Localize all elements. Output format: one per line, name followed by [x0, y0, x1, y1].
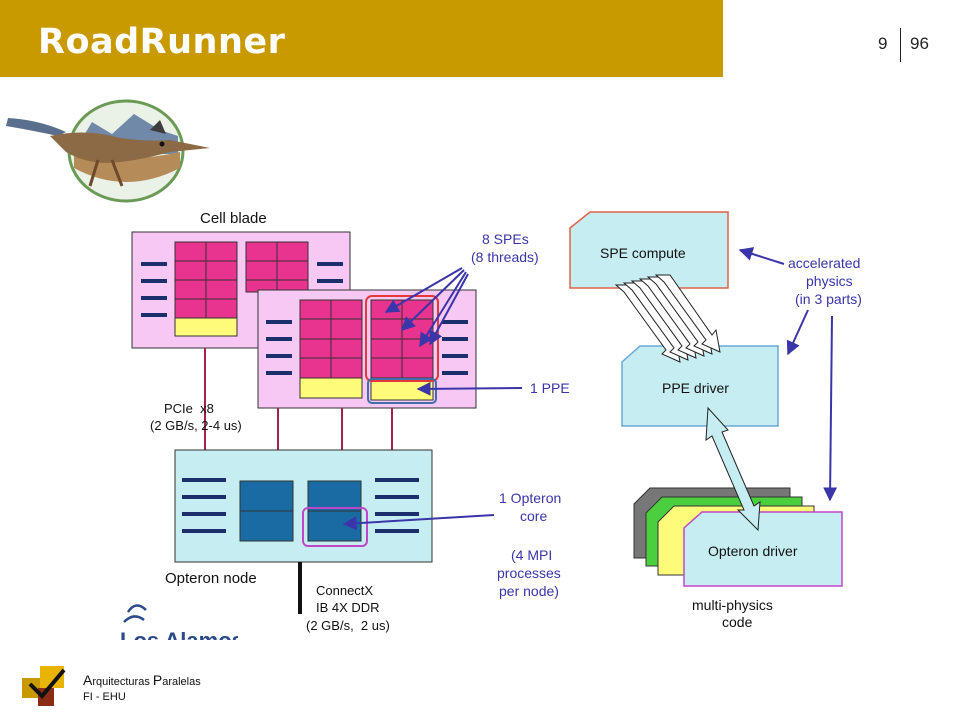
los-alamos-logo: [123, 604, 147, 623]
accel-label-line1: accelerated: [788, 255, 860, 271]
footer-a-big: A: [83, 672, 93, 688]
mpi-label-line2: processes: [497, 565, 561, 581]
spes-label-line1: 8 SPEs: [482, 231, 529, 247]
footer-course-name: Arquitecturas Paralelas: [83, 672, 201, 688]
footer-institution: FI - EHU: [83, 691, 126, 703]
mpi-label-line3: per node): [499, 583, 559, 599]
spes-label-line2: (8 threads): [471, 249, 539, 265]
mpi-label-line1: (4 MPI: [511, 547, 552, 563]
pcie-connectors: [204, 348, 393, 450]
ppe-arrow: [416, 381, 523, 396]
cell-chip-front-2: [370, 299, 434, 401]
opteron-core-highlight: [302, 507, 368, 547]
connectx-label-line2: IB 4X DDR: [316, 600, 380, 615]
cell-blade-back: [131, 231, 351, 349]
ppe-label: 1 PPE: [530, 380, 570, 396]
pcie-label-line1: PCIe x8: [164, 401, 214, 416]
cell-chip-back-2: [245, 241, 309, 293]
opteron-core-arrow: [342, 514, 495, 531]
opteron-chip-1: [239, 480, 294, 542]
ppe-driver-label: PPE driver: [662, 380, 729, 396]
accel-label-line3: (in 3 parts): [795, 291, 862, 307]
header-band: [0, 0, 723, 77]
opteron-driver-box: [683, 511, 843, 587]
ppe-highlight-box: [367, 378, 437, 404]
opteron-core-label-line1: 1 Opteron: [499, 490, 561, 506]
cell-blade-front: [257, 289, 477, 409]
footer-p-big: P: [152, 672, 163, 688]
los-alamos-label: Los Alamos: [120, 628, 244, 653]
cell-chip-back-1: [174, 241, 238, 337]
roadrunner-logo: [6, 99, 210, 203]
spe-ppe-arrow-stack: [614, 274, 721, 363]
connectx-label-line1: ConnectX: [316, 583, 373, 598]
accel-physics-arrows: [738, 247, 838, 502]
pcie-label-line2: (2 GB/s, 2-4 us): [150, 418, 242, 433]
slide-number: 9: [878, 34, 888, 53]
opteron-driver-label: Opteron driver: [708, 543, 798, 559]
total-slides: 96: [910, 34, 929, 53]
checkmark-logo-icon: [22, 666, 66, 706]
multiphysics-label-line2: code: [722, 614, 753, 630]
opteron-chip-2: [307, 480, 362, 542]
opteron-core-label-line2: core: [520, 508, 547, 524]
connectx-label-line3: (2 GB/s, 2 us): [306, 618, 390, 633]
spe-compute-label: SPE compute: [600, 245, 686, 261]
cell-blade-label: Cell blade: [200, 210, 267, 227]
footer-a-rest: rquitecturas: [92, 676, 153, 688]
spe-arrows: [384, 267, 469, 348]
page-number-divider: [900, 28, 901, 62]
slide-title: RoadRunner: [38, 22, 286, 62]
accel-label-line2: physics: [806, 273, 853, 289]
opteron-node: [174, 449, 433, 563]
opteron-node-label: Opteron node: [165, 570, 257, 587]
ppe-driver-box: [621, 345, 779, 427]
ppe-opteron-double-arrow: [705, 406, 761, 532]
multiphysics-stack: [633, 487, 843, 587]
cell-chip-front-1: [299, 299, 363, 399]
footer-p-rest: aralelas: [162, 676, 201, 688]
multiphysics-label-line1: multi-physics: [692, 597, 773, 613]
